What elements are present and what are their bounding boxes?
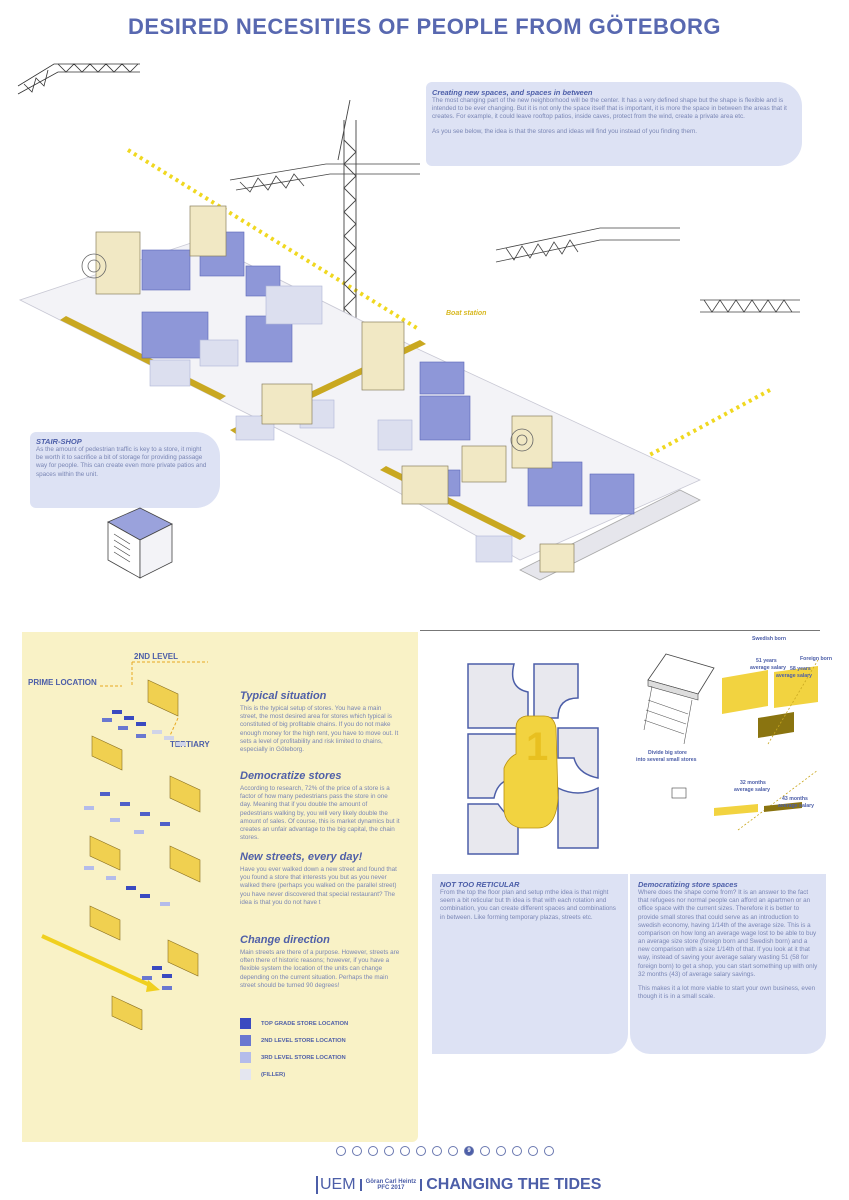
creating-spaces-heading: Creating new spaces, and spaces in betwe… [432,88,593,97]
months-32-label: 32 months [740,780,766,786]
not-reticular-panel: NOT TOO RETICULAR From the top the floor… [432,874,628,1054]
stair-shop-heading: STAIR-SHOP [36,437,82,446]
divide-label-2: into several small stores [636,757,697,763]
page-dot[interactable] [432,1146,442,1156]
legend-second-level: 2ND LEVEL STORE LOCATION [240,1035,346,1046]
not-reticular-heading: NOT TOO RETICULAR [440,880,520,889]
author-block: Göran Carl Heintz PFC 2017 [359,1179,423,1191]
footer: UEM Göran Carl Heintz PFC 2017 CHANGING … [316,1176,601,1194]
prime-location-label: PRIME LOCATION [28,678,97,687]
not-reticular-body: From the top the floor plan and setup mt… [440,889,616,921]
page-dot[interactable] [496,1146,506,1156]
section-new-streets: New streets, every day! Have you ever wa… [240,851,400,907]
page-dot[interactable] [352,1146,362,1156]
page-dot[interactable] [528,1146,538,1156]
years-58-label: 58 years [790,666,811,672]
creating-spaces-panel: Creating new spaces, and spaces in betwe… [426,82,802,166]
page-dot[interactable] [448,1146,458,1156]
section-heading: New streets, every day! [240,851,363,863]
swedish-born-label: Swedish born [752,636,787,642]
section-body: This is the typical setup of stores. You… [240,705,399,753]
project-title: CHANGING THE TIDES [426,1176,602,1193]
divider-line [420,630,820,631]
store-location-panel [22,632,418,1142]
page-dot[interactable] [384,1146,394,1156]
legend-third-level: 3RD LEVEL STORE LOCATION [240,1052,346,1063]
months-43-label: 43 months [782,796,808,802]
svg-text:1: 1 [526,725,548,769]
democratizing-body2: This makes it a lot more viable to start… [638,984,816,1001]
years-51-label: 51 years [756,658,777,664]
democratizing-panel: Democratizing store spaces Where does th… [630,874,826,1054]
legend-filler: (FILLER) [240,1069,285,1080]
page-dot[interactable] [336,1146,346,1156]
author-name: Göran Carl Heintz [365,1179,417,1185]
legend-swatch [240,1035,251,1046]
axonometric-neighborhood-illustration [18,100,800,581]
section-body: According to research, 72% of the price … [240,785,400,842]
democratizing-body: Where does the shape come from? It is an… [638,889,818,978]
truss-crane-graphic [17,63,140,95]
page-dot[interactable] [400,1146,410,1156]
page-dot[interactable] [480,1146,490,1156]
page-dot[interactable] [368,1146,378,1156]
stair-shop-panel: STAIR-SHOP As the amount of pedestrian t… [30,432,220,508]
section-typical: Typical situation This is the typical se… [240,690,400,754]
creating-spaces-body2: As you see below, the idea is that the s… [432,127,697,135]
course-label: PFC 2017 [377,1185,405,1191]
legend-label: TOP GRADE STORE LOCATION [261,1020,349,1027]
page-title: DESIRED NECESITIES OF PEOPLE FROM GÖTEBO… [127,14,722,39]
second-level-label: 2ND LEVEL [134,652,179,661]
avg-salary-label: average salary [750,665,787,671]
store-location-diagrams [41,661,208,1030]
stair-shop-body: As the amount of pedestrian traffic is k… [36,446,207,478]
stair-shop-drawing [107,507,173,579]
democratizing-heading: Democratizing store spaces [638,880,738,889]
section-body: Have you ever walked down a new street a… [240,866,397,906]
page-dot[interactable] [544,1146,554,1156]
avg-salary-label: average salary [776,673,813,679]
legend-label: 3RD LEVEL STORE LOCATION [261,1054,346,1061]
uem-logo: UEM [316,1176,356,1194]
legend-swatch [240,1052,251,1063]
salary-comparison-diagram [643,653,819,831]
creating-spaces-body: The most changing part of the new neighb… [432,97,787,121]
section-democratize: Democratize stores According to research… [240,770,400,842]
divide-label: Divide big store [648,750,687,756]
section-change-direction: Change direction Main streets are there … [240,934,400,990]
page-dot-active[interactable]: 9 [464,1146,474,1156]
legend-top-grade: TOP GRADE STORE LOCATION [240,1018,348,1029]
pagination: 9 [310,1146,580,1156]
boat-station-label: Boat station [446,310,487,317]
page-dot[interactable] [416,1146,426,1156]
section-heading: Change direction [240,934,330,946]
section-body: Main streets are there of a purpose. How… [240,949,400,989]
avg-salary-label: average salary [778,803,815,809]
legend-label: 2ND LEVEL STORE LOCATION [261,1037,346,1044]
legend-swatch [240,1069,251,1080]
legend-label: (FILLER) [261,1071,286,1078]
foreign-born-label: Foreign born [800,656,832,662]
avg-salary-label: average salary [734,787,771,793]
legend-swatch [240,1018,251,1029]
tertiary-label: TERTIARY [170,740,210,749]
section-heading: Democratize stores [240,770,342,782]
section-heading: Typical situation [240,690,327,702]
page-dot[interactable] [512,1146,522,1156]
floor-plan-drawing: 1 [467,663,599,855]
